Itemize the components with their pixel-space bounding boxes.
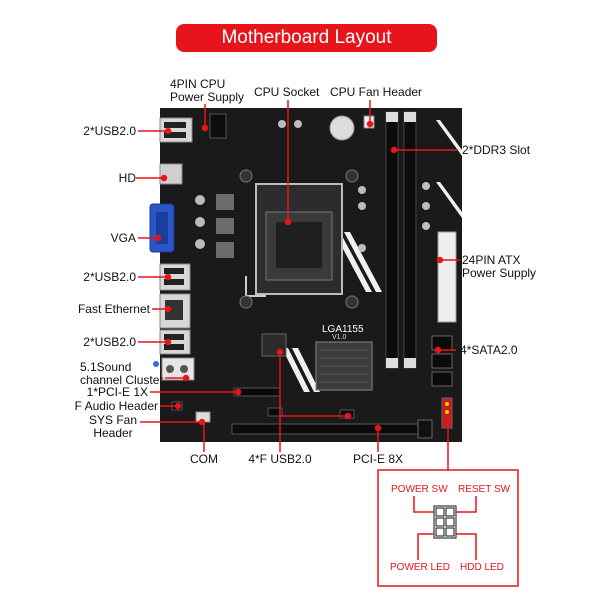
title-banner: Motherboard Layout [176,24,437,52]
label-sysfan: SYS Fan Header [88,413,138,440]
label-fusb: 4*F USB2.0 [248,452,312,466]
label-pcie1x: 1*PCI-E 1X [86,385,148,399]
vrm-choke [216,194,234,210]
label-sound: 5.1Sound channel Cluster [80,360,164,387]
label-usb-low: 2*USB2.0 [83,335,136,349]
label-ethernet: Fast Ethernet [77,302,150,316]
label-usb-mid: 2*USB2.0 [83,270,136,284]
label-power-led: POWER LED [390,562,451,573]
cmos-battery [329,115,355,141]
atx-power-connector [437,231,457,323]
audio-jacks [161,357,195,381]
vrm-choke [216,218,234,234]
label-pcie8x: PCI-E 8X [352,452,403,466]
label-sata: 4*SATA2.0 [460,343,518,357]
label-faudio: F Audio Header [74,399,158,413]
label-hdd-led: HDD LED [460,562,504,573]
sata-port [431,371,453,387]
label-cpu-socket: CPU Socket [254,85,320,99]
version-print: V1.0 [332,334,347,341]
sata-port [431,335,453,351]
label-power-sw: POWER SW [391,484,448,495]
label-hd: HD [118,171,136,185]
sata-port [431,353,453,369]
label-usb-top: 2*USB2.0 [83,124,136,138]
cpu-power-connector [209,113,227,139]
vrm-choke [216,242,234,258]
label-reset-sw: RESET SW [458,484,511,495]
label-com: COM [190,452,218,466]
label-cpu-fan: CPU Fan Header [330,85,423,99]
f-usb-header [267,407,283,417]
label-ddr3: 2*DDR3 Slot [462,143,531,157]
label-atx: 24PIN ATX Power Supply [462,253,537,280]
label-vga: VGA [110,231,136,245]
label-cpu-power: 4PIN CPU Power Supply [170,77,245,104]
pcie-8x-slot [231,423,433,435]
usb-port-top [159,117,193,143]
front-panel-detail-box [377,469,519,587]
socket-print: LGA1155 [322,324,364,335]
